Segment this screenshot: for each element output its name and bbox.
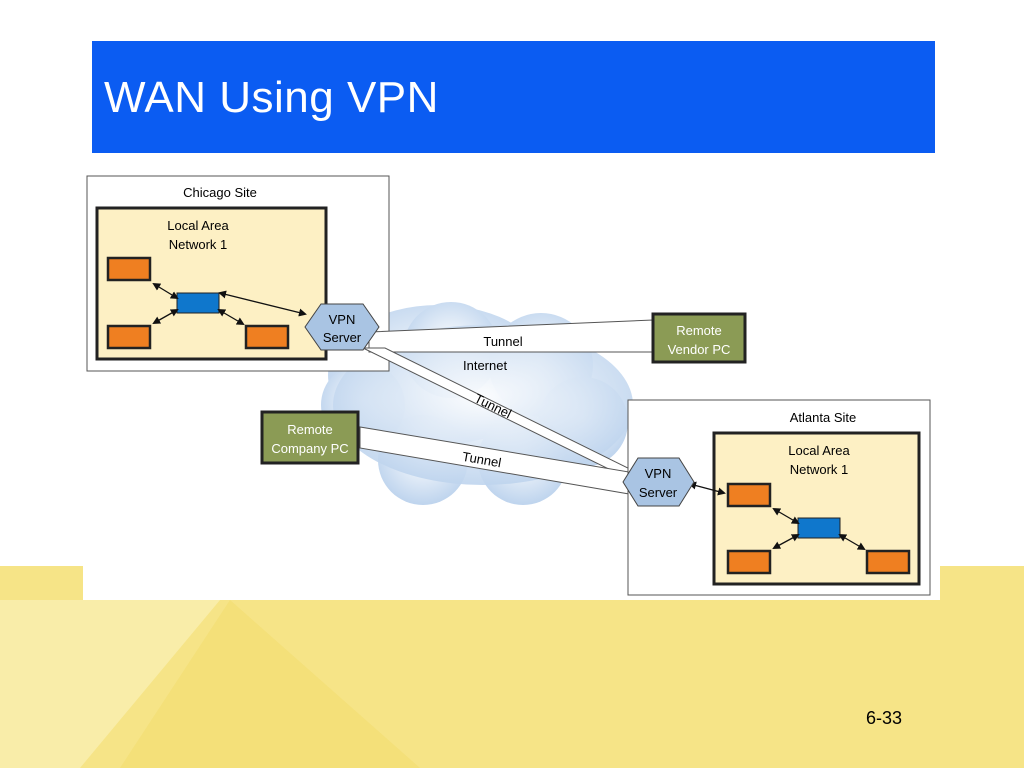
slide-number: 6-33 bbox=[866, 708, 903, 728]
remote-company-pc bbox=[260, 410, 360, 465]
remote-company-label-line2: Company PC bbox=[271, 441, 348, 456]
internet-label: Internet bbox=[463, 358, 507, 373]
chicago-link-1 bbox=[152, 282, 179, 300]
atlanta-vpn-label-line2: Server bbox=[639, 485, 678, 500]
background-triangle-left bbox=[0, 600, 220, 768]
background-triangle-mid bbox=[120, 600, 420, 768]
atlanta-switch bbox=[797, 517, 841, 539]
chicago-link-vpn bbox=[218, 290, 307, 317]
remote-vendor-label-line1: Remote bbox=[676, 323, 722, 338]
chicago-switch bbox=[176, 292, 220, 314]
vpn-diagram: Internet Chicago Site Local Area Network… bbox=[86, 175, 931, 596]
remote-company-label-line1: Remote bbox=[287, 422, 333, 437]
chicago-computer-3 bbox=[244, 324, 290, 350]
diagram-panel: Internet Chicago Site Local Area Network… bbox=[83, 160, 940, 600]
chicago-computer-2 bbox=[106, 324, 152, 350]
chicago-vpn-server bbox=[304, 303, 380, 351]
atlanta-lan-label-line2: Network 1 bbox=[790, 462, 849, 477]
chicago-lan-label-line2: Network 1 bbox=[169, 237, 228, 252]
remote-vendor-pc bbox=[651, 312, 747, 364]
chicago-site-label: Chicago Site bbox=[183, 185, 257, 200]
atlanta-link-vpn bbox=[688, 481, 726, 496]
atlanta-computer-2 bbox=[726, 549, 772, 575]
tunnel-label-vendor: Tunnel bbox=[483, 334, 522, 349]
atlanta-computer-3 bbox=[865, 549, 911, 575]
atlanta-vpn-label-line1: VPN bbox=[645, 466, 672, 481]
chicago-vpn-label-line2: Server bbox=[323, 330, 362, 345]
atlanta-link-2 bbox=[772, 534, 800, 549]
remote-vendor-label-line2: Vendor PC bbox=[668, 342, 731, 357]
slide-title: WAN Using VPN bbox=[104, 73, 439, 122]
chicago-vpn-label-line1: VPN bbox=[329, 312, 356, 327]
tunnel-label-company: Tunnel bbox=[461, 449, 502, 471]
atlanta-site-label: Atlanta Site bbox=[790, 410, 857, 425]
chicago-computer-1 bbox=[106, 256, 152, 282]
atlanta-link-3 bbox=[838, 533, 866, 551]
chicago-link-2 bbox=[152, 309, 179, 324]
atlanta-link-1 bbox=[772, 507, 800, 525]
title-bar: WAN Using VPN bbox=[92, 41, 935, 153]
chicago-lan-label-line1: Local Area bbox=[167, 218, 229, 233]
atlanta-lan-label-line1: Local Area bbox=[788, 443, 850, 458]
atlanta-vpn-server bbox=[622, 457, 695, 507]
atlanta-computer-1 bbox=[726, 482, 772, 508]
